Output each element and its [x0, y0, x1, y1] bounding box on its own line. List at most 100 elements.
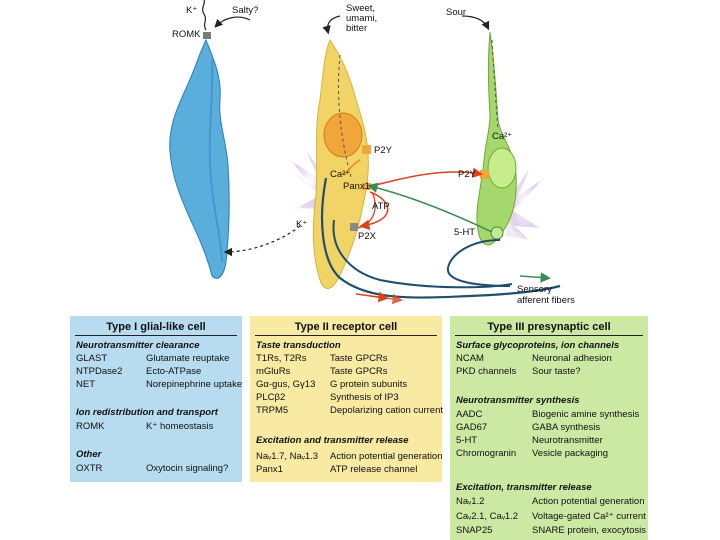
gene-name: mGluRs: [256, 366, 291, 377]
section-heading: Taste transduction: [256, 340, 341, 351]
gene-name: NET: [76, 379, 95, 390]
gene-name: NCAM: [456, 353, 484, 364]
gene-function: Neurotransmitter: [532, 435, 603, 446]
gene-name: Panx1: [256, 464, 283, 475]
gene-function: Vesicle packaging: [532, 448, 609, 459]
gene-function: Action potential generation: [330, 451, 443, 462]
sensory-fibers-label: Sensory afferent fibers: [517, 284, 575, 306]
table-row: ROMK K⁺ homeostasis: [76, 421, 238, 433]
gene-name: TRPM5: [256, 405, 289, 416]
type-ii-nucleus: [323, 112, 363, 158]
table-row: Naᵥ1.7, Naᵥ1.3 Action potential generatio…: [256, 451, 443, 463]
gene-function: Synthesis of IP3: [330, 392, 399, 403]
table-row: Naᵥ1.2 Action potential generation: [456, 496, 645, 508]
type-iii-nucleus: [487, 147, 517, 189]
romk-label: ROMK: [172, 29, 201, 40]
romk-channel: [203, 32, 211, 39]
gene-name: 5-HT: [456, 435, 478, 446]
section-heading: Ion redistribution and transport: [76, 407, 218, 418]
panel-divider: [75, 335, 237, 336]
gene-name: OXTR: [76, 463, 103, 474]
gene-function: Norepinephrine uptake: [146, 379, 243, 390]
p2y-label-left: P2Y: [374, 145, 392, 156]
section-heading: Other: [76, 449, 102, 460]
gene-function: K⁺ homeostasis: [146, 421, 214, 432]
sour-label: Sour: [446, 7, 467, 18]
serotonin-vesicle: [490, 226, 504, 240]
panx1-label: Panx1: [343, 181, 370, 192]
table-row: PKD channels Sour taste?: [456, 366, 644, 378]
table-row: NTPDase2 Ecto-ATPase: [76, 366, 238, 378]
gene-function: Glutamate reuptake: [146, 353, 230, 364]
gene-name: GAD67: [456, 422, 488, 433]
panel-title: Type II receptor cell: [294, 321, 398, 333]
atp-to-p2x-arrow: [357, 191, 376, 229]
calcium-label-right: Ca²⁺: [492, 131, 513, 142]
gene-function: GABA synthesis: [532, 422, 601, 433]
gene-function: SNARE protein, exocytosis: [532, 525, 647, 536]
atp-to-p2y-arrow: [371, 167, 483, 187]
gene-name: PKD channels: [456, 366, 517, 377]
gene-function: Taste GPCRs: [330, 353, 388, 364]
table-row: GLAST Glutamate reuptake: [76, 353, 238, 365]
table-row: 5-HT Neurotransmitter: [456, 435, 644, 447]
atp-label: ATP: [372, 201, 390, 212]
p2y-label-right: P2Y: [458, 169, 476, 180]
panel-divider: [255, 335, 437, 336]
table-row: NCAM Neuronal adhesion: [456, 353, 644, 365]
type-ii-cell: [312, 38, 369, 289]
table-row: GAD67 GABA synthesis: [456, 422, 644, 434]
p2x-receptor: [350, 223, 358, 231]
serotonin-label: 5-HT: [454, 227, 476, 238]
cell-illustration: [169, 0, 561, 305]
gene-name: GLAST: [76, 353, 108, 364]
gene-function: Sour taste?: [532, 366, 581, 377]
type-i-cell: [169, 38, 230, 279]
gene-name: NTPDase2: [76, 366, 123, 377]
salty-label: Salty?: [232, 5, 259, 16]
gene-function: Biogenic amine synthesis: [532, 409, 640, 420]
gene-name: T1Rs, T2Rs: [256, 353, 307, 364]
k-return-arrow: [223, 225, 301, 257]
table-row: SNAP25 SNARE protein, exocytosis: [456, 525, 647, 537]
gene-function: Action potential generation: [532, 496, 645, 507]
type-ii-panel: Type II receptor cell Taste transduction…: [250, 316, 443, 482]
gene-function: ATP release channel: [330, 464, 418, 475]
sweet-arrow: [322, 15, 341, 35]
taste-cell-diagram: K⁺ Salty? ROMK Sweet, umami, bitter Sour…: [169, 0, 575, 306]
gene-name: Naᵥ1.7, Naᵥ1.3: [256, 451, 319, 462]
gene-name: ROMK: [76, 421, 105, 432]
table-row: Panx1 ATP release channel: [256, 464, 438, 476]
type-i-panel: Type I glial-like cell Neurotransmitter …: [70, 316, 242, 482]
gene-function: G protein subunits: [330, 379, 408, 390]
gene-name: Naᵥ1.2: [456, 496, 485, 507]
table-row: NET Norepinephrine uptake: [76, 379, 242, 391]
section-heading: Excitation, transmitter release: [456, 482, 592, 493]
afferent-fiber-2: [332, 219, 513, 289]
section-heading: Excitation and transmitter release: [256, 435, 409, 446]
salty-arrow: [214, 16, 251, 28]
gene-function: Voltage-gated Ca²⁺ current: [532, 511, 646, 522]
panel-title: Type I glial-like cell: [106, 321, 206, 333]
gene-name: Chromogranin: [456, 448, 517, 459]
section-heading: Neurotransmitter synthesis: [456, 395, 580, 406]
gene-function: Neuronal adhesion: [532, 353, 612, 364]
gene-function: Ecto-ATPase: [146, 366, 202, 377]
section-heading: Surface glycoproteins, ion channels: [456, 340, 620, 351]
afferent-fiber-3: [446, 239, 511, 287]
p2y-receptor-left: [362, 145, 371, 154]
table-row: Chromogranin Vesicle packaging: [456, 448, 644, 460]
k-ion-label-mid: K⁺: [296, 219, 308, 230]
p2y-receptor-right: [480, 170, 489, 179]
table-row: T1Rs, T2Rs Taste GPCRs: [256, 353, 438, 365]
sour-arrow: [461, 15, 490, 31]
gene-name: SNAP25: [456, 525, 493, 536]
k-ion-label: K⁺: [186, 5, 198, 16]
gene-name: Caᵥ2.1, Caᵥ1.2: [456, 511, 519, 522]
